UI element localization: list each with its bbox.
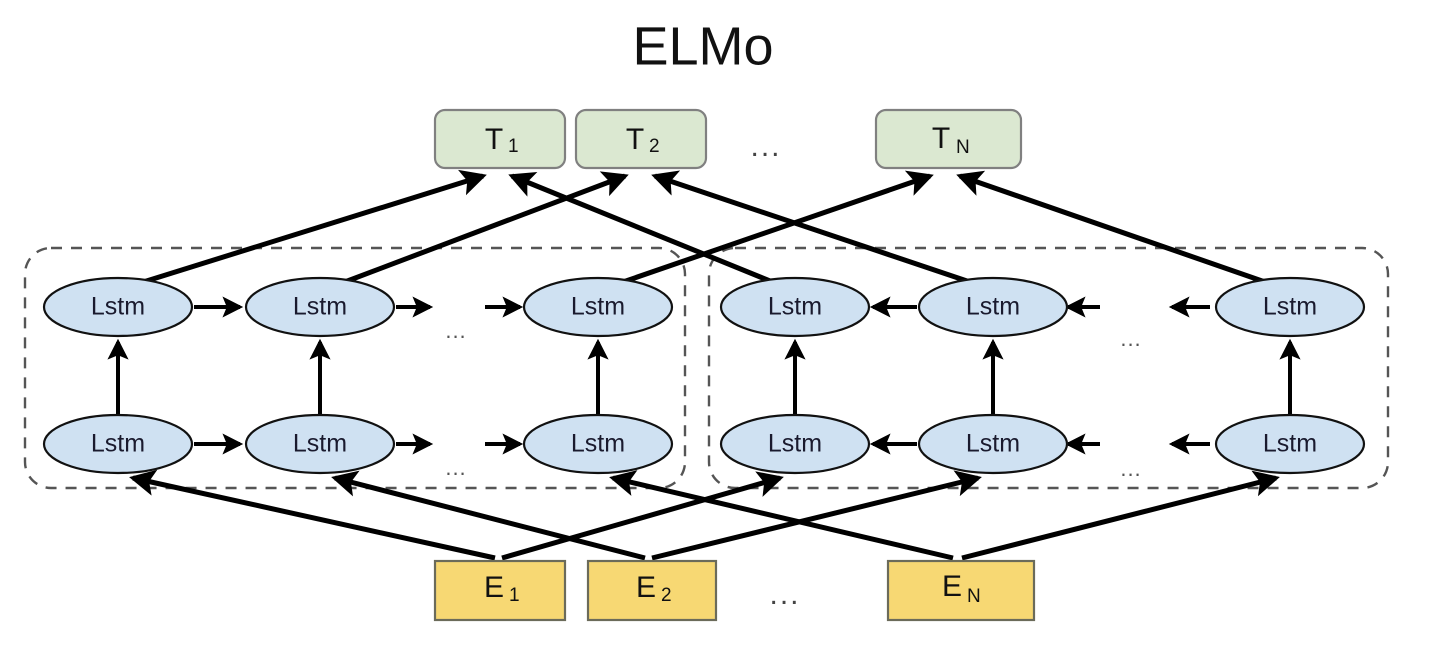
lstm-node-bottom-forward-2-label: Lstm: [293, 430, 347, 458]
edge-en-to-backward-lstm-3: [961, 470, 1280, 561]
lstm-node-bottom-backward-1-label: Lstm: [768, 430, 822, 458]
output-box-t1-subscript: 1: [508, 136, 519, 157]
lstm-node-top-backward-2-shape: [917, 276, 1069, 338]
lstm-node-top-backward-3-shape: [1214, 276, 1366, 338]
lstm-node-bottom-backward-2[interactable]: Lstm: [917, 413, 1069, 475]
edge-backward-lstm-3-to-tn: [956, 170, 1269, 286]
input-box-en-subscript: N: [967, 586, 981, 607]
input-box-e2-subscript: 2: [661, 585, 672, 606]
backward-language-model-group: [707, 246, 1390, 490]
output-box-t1[interactable]: T 1: [433, 108, 567, 170]
input-ellipsis: ...: [769, 578, 800, 611]
lstm-node-top-forward-1-label: Lstm: [91, 293, 145, 321]
page-title: ELMo: [632, 16, 773, 76]
edge-en-to-forward-lstm-3: [609, 470, 954, 561]
lstm-node-top-backward-1-label: Lstm: [768, 293, 822, 321]
input-box-e1-subscript: 1: [509, 585, 520, 606]
lstm-node-top-forward-3-shape: [522, 276, 674, 338]
lstm-node-top-backward-3-label: Lstm: [1263, 293, 1317, 321]
lstm-node-bottom-backward-1[interactable]: Lstm: [719, 413, 871, 475]
input-box-e1-shape: [433, 559, 567, 622]
input-box-en-label: E: [942, 570, 962, 603]
lstm-node-top-forward-2-shape: [244, 276, 396, 338]
bottom-lstm-row: Lstm Lstm ... Lstm Lstm Lstm ...: [42, 413, 1366, 481]
output-ellipsis: ...: [750, 130, 781, 163]
lstm-node-bottom-forward-2[interactable]: Lstm: [244, 413, 396, 475]
group-containers: [23, 246, 1390, 490]
edge-forward-lstm-1-to-t1: [139, 169, 487, 286]
output-box-t1-shape: [433, 108, 567, 170]
input-boxes: E 1 E 2 ... E N: [433, 559, 1036, 622]
lstm-node-bottom-backward-3-shape: [1214, 413, 1366, 475]
lstm-node-top-backward-1[interactable]: Lstm: [719, 276, 871, 338]
output-boxes: T 1 T 2 ... T N: [433, 108, 1023, 170]
top-backward-ellipsis: ...: [1120, 326, 1141, 351]
lstm-node-bottom-forward-1-label: Lstm: [91, 430, 145, 458]
edge-e2-to-backward-lstm-2: [651, 470, 982, 561]
lstm-node-top-forward-2-label: Lstm: [293, 293, 347, 321]
input-box-e1[interactable]: E 1: [433, 559, 567, 622]
lstm-to-output-edges: [139, 169, 1269, 286]
lstm-node-bottom-forward-3-shape: [522, 413, 674, 475]
output-box-t2-shape: [574, 108, 708, 170]
output-box-tn[interactable]: T N: [874, 108, 1023, 170]
edge-e1-to-forward-lstm-1: [129, 469, 496, 561]
output-box-t2-label: T: [626, 123, 644, 156]
edge-backward-lstm-2-to-t2: [651, 170, 974, 286]
embedding-to-lstm-edges: [129, 469, 1280, 561]
lstm-node-top-forward-1-shape: [42, 276, 194, 338]
edge-forward-lstm-2-to-t2: [341, 171, 629, 286]
bottom-forward-ellipsis: ...: [445, 455, 466, 480]
lstm-node-top-forward-1[interactable]: Lstm: [42, 276, 194, 338]
lstm-node-bottom-forward-3[interactable]: Lstm: [522, 413, 674, 475]
lstm-node-bottom-forward-1[interactable]: Lstm: [42, 413, 194, 475]
lstm-node-top-backward-3[interactable]: Lstm: [1214, 276, 1366, 338]
lstm-node-bottom-backward-2-label: Lstm: [966, 430, 1020, 458]
lstm-node-bottom-forward-1-shape: [42, 413, 194, 475]
edge-forward-lstm-3-to-tn: [619, 170, 934, 286]
lstm-node-top-forward-3[interactable]: Lstm: [522, 276, 674, 338]
output-box-t2[interactable]: T 2: [574, 108, 708, 170]
input-box-e2-shape: [586, 559, 718, 622]
edge-e2-to-forward-lstm-2: [331, 470, 646, 561]
lstm-node-bottom-backward-3-label: Lstm: [1263, 430, 1317, 458]
lstm-node-top-backward-1-shape: [719, 276, 871, 338]
output-box-tn-shape: [874, 108, 1023, 170]
top-lstm-row: Lstm Lstm ... Lstm Lstm Lstm ...: [42, 276, 1366, 351]
lstm-node-top-forward-3-label: Lstm: [571, 293, 625, 321]
top-forward-ellipsis: ...: [445, 318, 466, 343]
lstm-node-bottom-backward-2-shape: [917, 413, 1069, 475]
lstm-node-top-backward-2[interactable]: Lstm: [917, 276, 1069, 338]
output-box-tn-subscript: N: [956, 137, 970, 158]
lstm-node-bottom-forward-3-label: Lstm: [571, 430, 625, 458]
input-box-e2-label: E: [636, 571, 656, 604]
input-box-e2[interactable]: E 2: [586, 559, 718, 622]
output-box-t1-label: T: [485, 123, 503, 156]
output-box-tn-label: T: [932, 122, 950, 155]
input-box-e1-label: E: [484, 571, 504, 604]
input-box-en[interactable]: E N: [886, 559, 1036, 622]
bottom-to-top-lstm-edges: [107, 338, 1301, 415]
input-box-en-shape: [886, 559, 1036, 622]
lstm-node-bottom-backward-3[interactable]: Lstm: [1214, 413, 1366, 475]
bottom-backward-ellipsis: ...: [1120, 456, 1141, 481]
edge-backward-lstm-1-to-t1: [508, 172, 776, 286]
edge-e1-to-backward-lstm-1: [501, 471, 784, 561]
lstm-node-top-forward-2[interactable]: Lstm: [244, 276, 396, 338]
lstm-node-bottom-forward-2-shape: [244, 413, 396, 475]
output-box-t2-subscript: 2: [649, 136, 660, 157]
lstm-node-bottom-backward-1-shape: [719, 413, 871, 475]
lstm-node-top-backward-2-label: Lstm: [966, 293, 1020, 321]
